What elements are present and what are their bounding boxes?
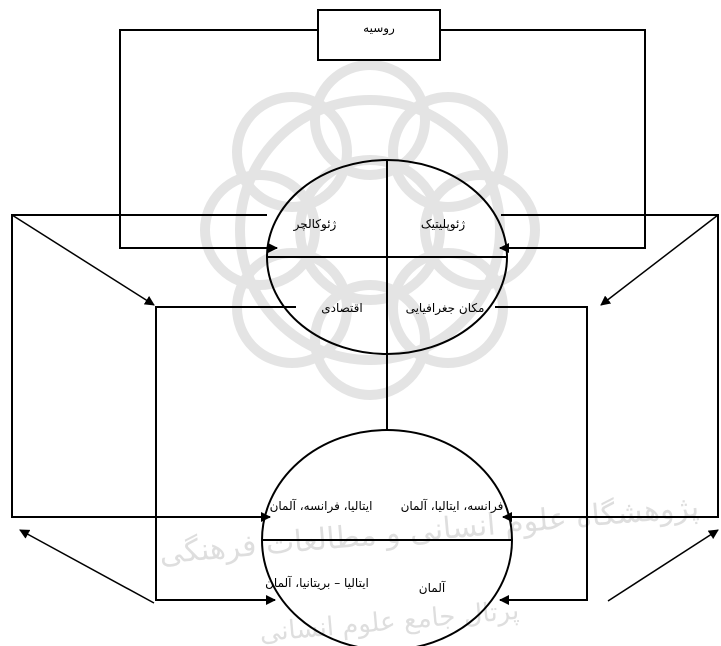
top-box bbox=[318, 10, 440, 60]
connector-location-to-lower bbox=[495, 307, 587, 600]
left-diagonal-lower bbox=[20, 530, 154, 603]
top-box-label: روسیه bbox=[363, 21, 395, 36]
right-diagonal-lower bbox=[608, 530, 718, 601]
left-diagonal-upper bbox=[12, 215, 154, 305]
label-lower-top-left: ایتالیا، فرانسه، آلمان bbox=[270, 498, 373, 514]
left-frame-line bbox=[12, 215, 270, 517]
watermark-line-2: پرتال جامع علوم انسانی bbox=[258, 596, 520, 646]
label-geopolitics: ژئوپلیتیک bbox=[421, 217, 465, 232]
watermark-emblem bbox=[205, 65, 535, 395]
label-economic: اقتصادی bbox=[321, 301, 363, 315]
right-frame-line bbox=[501, 215, 718, 517]
right-diagonal-upper bbox=[601, 215, 718, 305]
label-lower-bottom-left: ایتالیا – بریتانیا، آلمان bbox=[265, 575, 369, 591]
label-geographic-location: مکان جغرافیایی bbox=[406, 301, 485, 316]
label-lower-bottom-right: آلمان bbox=[419, 580, 446, 595]
label-lower-top-right: فرانسه، ایتالیا، آلمان bbox=[401, 498, 504, 514]
label-geoculture: ژئوکالچر bbox=[293, 217, 337, 232]
